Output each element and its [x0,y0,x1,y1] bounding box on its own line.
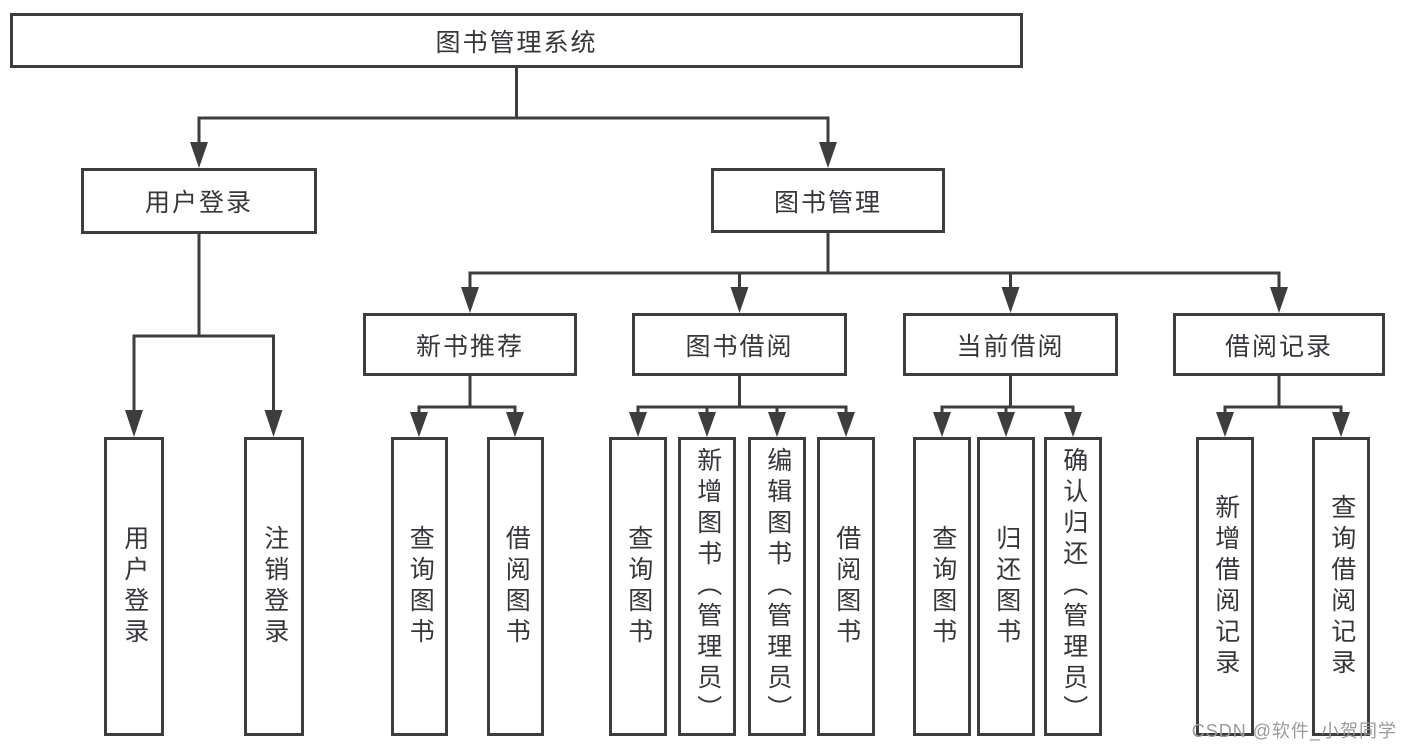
leaf-borrow-edit-book-label: 编辑图书（管理员） [763,447,792,726]
leaf-logout-label: 注销登录 [260,524,289,649]
leaf-borrow-edit-book: 编辑图书（管理员） [748,437,806,736]
leaf-logout: 注销登录 [244,437,304,736]
leaf-current-return-book-label: 归还图书 [992,524,1021,649]
connector-borrowrecord-to-leaves [1216,374,1350,437]
node-current-borrow: 当前借阅 [903,313,1118,376]
leaf-rec-query-book: 查询图书 [391,437,448,736]
node-borrow-record: 借阅记录 [1173,313,1385,376]
leaf-record-add-record: 新增借阅记录 [1196,437,1254,736]
node-user-login: 用户登录 [81,168,317,234]
leaf-current-query-book-label: 查询图书 [928,524,957,649]
connector-userlogin-to-leaves [125,232,283,437]
leaf-user-login-label: 用户登录 [120,524,149,649]
leaf-user-login: 用户登录 [104,437,164,736]
leaf-borrow-query-book: 查询图书 [609,437,667,736]
connector-currentborrow-to-leaves [933,374,1082,437]
leaf-borrow-add-book: 新增图书（管理员） [678,437,736,736]
connector-bookmgmt-to-level3 [461,231,1288,313]
leaf-borrow-borrow-book-label: 借阅图书 [832,524,861,649]
connector-bookborrow-to-leaves [629,374,855,437]
leaf-rec-borrow-book: 借阅图书 [487,437,544,736]
node-new-book-rec: 新书推荐 [363,313,577,376]
leaf-borrow-query-book-label: 查询图书 [624,524,653,649]
node-book-borrow: 图书借阅 [632,313,847,376]
leaf-borrow-add-book-label: 新增图书（管理员） [693,447,722,726]
leaf-current-return-book: 归还图书 [977,437,1035,736]
leaf-borrow-borrow-book: 借阅图书 [817,437,875,736]
leaf-record-add-record-label: 新增借阅记录 [1211,493,1240,680]
leaf-current-query-book: 查询图书 [913,437,971,736]
leaf-rec-query-book-label: 查询图书 [406,524,435,649]
leaf-current-confirm-return: 确认归还（管理员） [1044,437,1102,736]
csdn-watermark: CSDN @软件_小贺同学 [1191,721,1397,741]
leaf-rec-borrow-book-label: 借阅图书 [502,524,531,649]
connector-newbookrec-to-leaves [410,374,524,437]
connector-root-to-level2 [190,66,837,168]
leaf-current-confirm-return-label: 确认归还（管理员） [1059,447,1088,726]
node-book-mgmt: 图书管理 [711,168,945,233]
leaf-record-query-record: 查询借阅记录 [1312,437,1370,736]
node-root: 图书管理系统 [10,13,1023,68]
leaf-record-query-record-label: 查询借阅记录 [1327,493,1356,680]
